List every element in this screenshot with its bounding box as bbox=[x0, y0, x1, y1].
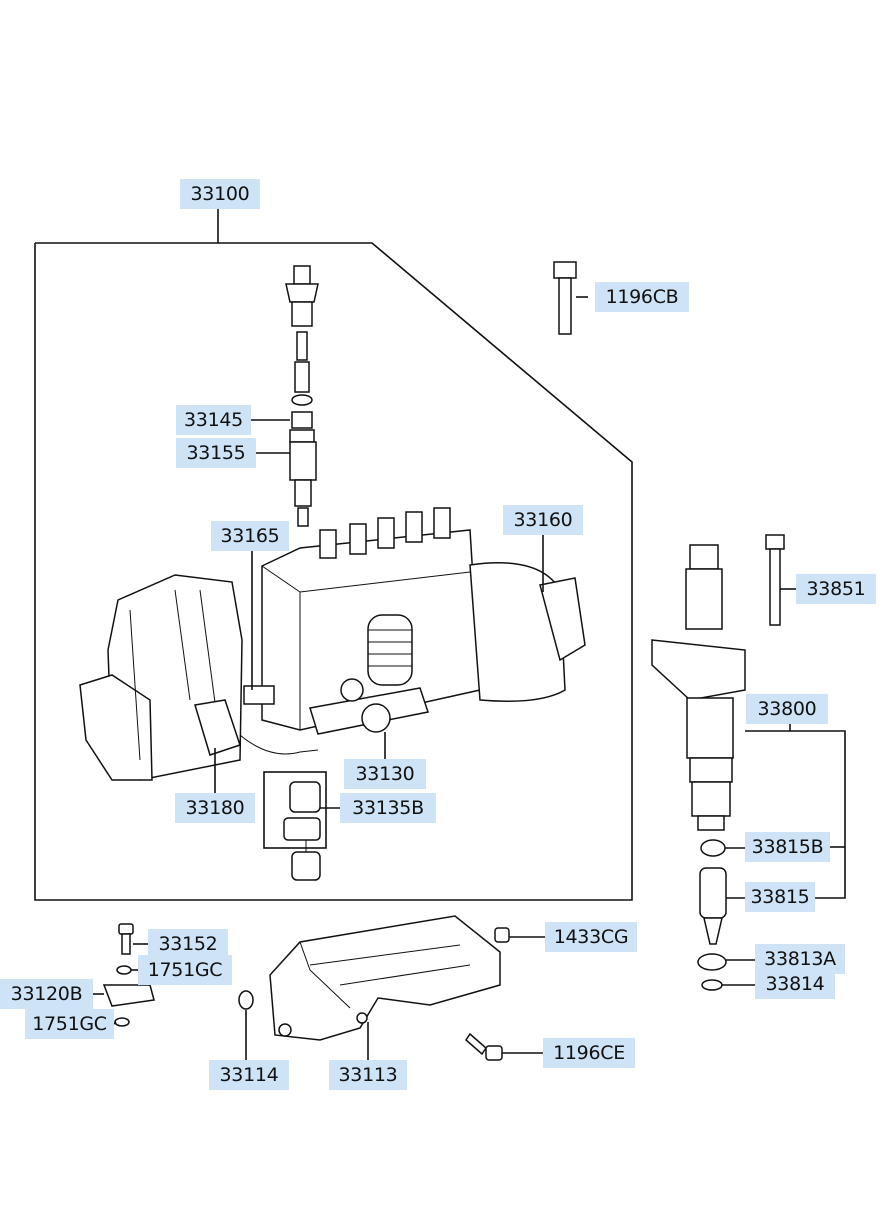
label-33851: 33851 bbox=[796, 574, 876, 604]
leader-lines bbox=[93, 296, 846, 1060]
label-33120b: 33120B bbox=[0, 979, 93, 1009]
label-33815: 33815 bbox=[745, 882, 815, 912]
label-33130: 33130 bbox=[344, 759, 426, 789]
label-33815b: 33815B bbox=[745, 832, 830, 862]
delivery-valve-stack bbox=[285, 265, 319, 527]
assembly-outline bbox=[34, 242, 633, 901]
label-33135b: 33135B bbox=[340, 793, 436, 823]
label-33114: 33114 bbox=[209, 1060, 289, 1090]
nut-1433cg bbox=[494, 927, 510, 943]
injector-assembly bbox=[651, 534, 785, 991]
label-33155: 33155 bbox=[176, 438, 256, 468]
label-33814: 33814 bbox=[755, 969, 835, 999]
label-1196cb: 1196CB bbox=[595, 282, 689, 312]
label-33113: 33113 bbox=[329, 1060, 407, 1090]
label-33165: 33165 bbox=[211, 521, 289, 551]
bolt-1196ce bbox=[465, 1032, 503, 1061]
label-1196ce: 1196CE bbox=[543, 1038, 635, 1068]
washer-33114 bbox=[238, 990, 254, 1010]
label-33152: 33152 bbox=[148, 929, 228, 959]
label-33800: 33800 bbox=[746, 694, 828, 724]
label-33180: 33180 bbox=[175, 793, 255, 823]
label-33160: 33160 bbox=[503, 505, 583, 535]
injection-pump-body bbox=[79, 507, 586, 781]
label-1433cg: 1433CG bbox=[545, 922, 637, 952]
label-1751gc-upper: 1751GC bbox=[138, 955, 232, 985]
bracket-33113 bbox=[269, 915, 501, 1041]
label-33145: 33145 bbox=[176, 405, 251, 435]
label-1751gc-lower: 1751GC bbox=[25, 1009, 114, 1039]
bolt-1196cb bbox=[553, 261, 577, 335]
label-33100: 33100 bbox=[180, 179, 260, 209]
